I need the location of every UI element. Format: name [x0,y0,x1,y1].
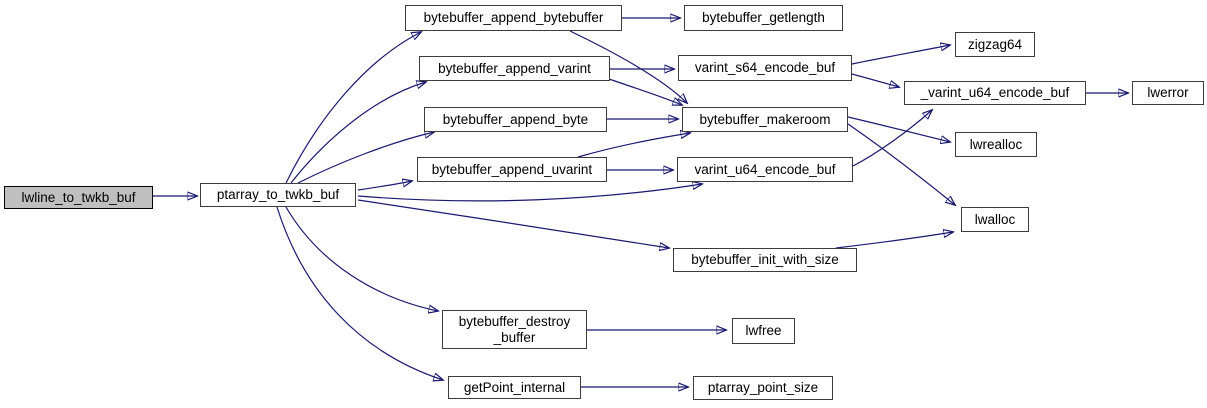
node-zigzag64[interactable]: zigzag64 [955,32,1035,57]
edge-ptarray_to_twkb_buf--bytebuffer_destroy_buffer [285,206,438,311]
edge-ptarray_to_twkb_buf--bytebuffer_append_bytebuffer [285,32,421,184]
edge-bytebuffer_append_varint--bytebuffer_makeroom [608,78,682,105]
node-bytebuffer_append_bytebuffer[interactable]: bytebuffer_append_bytebuffer [405,5,622,31]
edge-ptarray_to_twkb_buf--bytebuffer_append_uvarint [357,181,412,191]
edge-varint_u64_encode_buf--_varint_u64_encode_buf [852,110,932,167]
node-lwline_to_twkb_buf[interactable]: lwline_to_twkb_buf [4,186,153,209]
node-bytebuffer_append_byte[interactable]: bytebuffer_append_byte [424,107,607,132]
node-ptarray_to_twkb_buf[interactable]: ptarray_to_twkb_buf [200,183,356,207]
edge-ptarray_to_twkb_buf--bytebuffer_init_with_size [357,199,669,248]
node-lwfree[interactable]: lwfree [732,318,795,344]
node-ptarray_point_size[interactable]: ptarray_point_size [693,376,833,400]
node-bytebuffer_append_varint[interactable]: bytebuffer_append_varint [419,56,610,81]
node-bytebuffer_makeroom[interactable]: bytebuffer_makeroom [682,107,848,132]
node-varint_u64_encode_buf[interactable]: varint_u64_encode_buf [677,157,853,182]
node-bytebuffer_getlength[interactable]: bytebuffer_getlength [684,5,843,31]
edge-ptarray_to_twkb_buf--varint_u64_encode_buf [357,184,702,202]
node-_varint_u64_encode_buf[interactable]: _varint_u64_encode_buf [904,81,1086,105]
node-lwerror[interactable]: lwerror [1132,81,1204,105]
node-getPoint_internal[interactable]: getPoint_internal [448,376,581,399]
edge-ptarray_to_twkb_buf--bytebuffer_append_varint [290,82,426,184]
edge-ptarray_to_twkb_buf--getPoint_internal [276,206,443,380]
node-lwrealloc[interactable]: lwrealloc [955,132,1037,157]
edge-ptarray_to_twkb_buf--bytebuffer_append_byte [297,132,434,184]
node-bytebuffer_append_uvarint[interactable]: bytebuffer_append_uvarint [417,157,607,182]
node-lwalloc[interactable]: lwalloc [961,207,1029,232]
edge-bytebuffer_append_bytebuffer--bytebuffer_makeroom [569,30,687,103]
node-bytebuffer_init_with_size[interactable]: bytebuffer_init_with_size [673,248,857,272]
edge-varint_s64_encode_buf--_varint_u64_encode_buf [851,73,899,87]
edge-bytebuffer_init_with_size--lwalloc [835,232,953,249]
node-bytebuffer_destroy_buffer[interactable]: bytebuffer_destroy _buffer [442,310,587,349]
node-varint_s64_encode_buf[interactable]: varint_s64_encode_buf [678,55,852,81]
edge-bytebuffer_makeroom--lwalloc [847,123,955,205]
edge-bytebuffer_append_uvarint--bytebuffer_makeroom [577,133,690,158]
edge-bytebuffer_makeroom--lwrealloc [847,116,950,142]
edge-varint_s64_encode_buf--zigzag64 [851,45,950,65]
